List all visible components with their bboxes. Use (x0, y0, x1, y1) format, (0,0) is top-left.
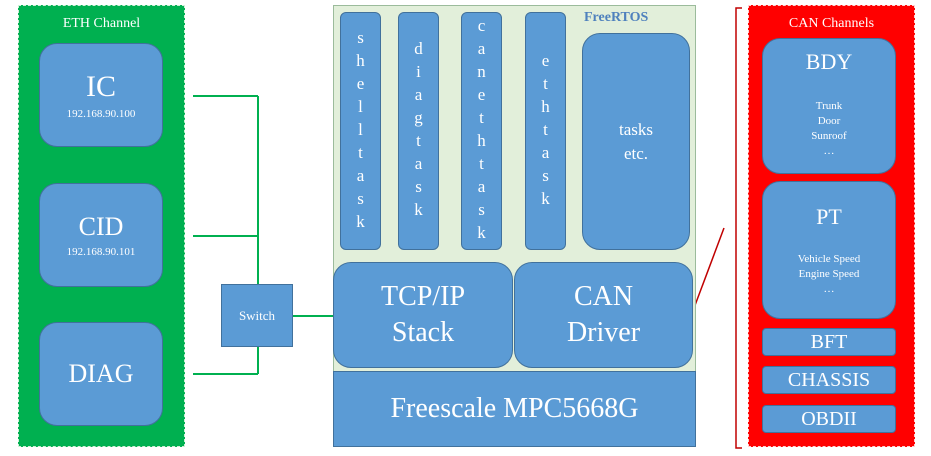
bdy-signal-item: Sunroof (811, 130, 847, 142)
can-driver-line2: Driver (566, 317, 641, 348)
ic-node-label: IC (86, 70, 116, 103)
can-driver-line1: CAN (573, 281, 634, 312)
bft-bus: BFT (762, 328, 896, 356)
chassis-bus-label: CHASSIS (787, 368, 871, 391)
tcpip-stack-line2: Stack (391, 317, 455, 348)
task-canethtask: canethtask (461, 12, 502, 250)
diag-node-label: DIAG (68, 359, 134, 388)
pt-group-label: PT (816, 204, 842, 229)
bdy-group: BDY Trunk Door Sunroof … (762, 38, 896, 174)
obdii-bus-label: OBDII (801, 407, 857, 430)
can-channels-title: CAN Channels (788, 16, 875, 31)
cid-node-ip: 192.168.90.101 (66, 246, 136, 258)
task-diagtask: diagtask (398, 12, 439, 250)
task-shelltask: shelltask (340, 12, 381, 250)
bft-bus-label: BFT (810, 330, 848, 353)
switch-label: Switch (238, 307, 276, 323)
other-tasks-box: tasks etc. (582, 33, 690, 250)
bdy-signal-item: … (823, 145, 835, 157)
freertos-title: FreeRTOS (584, 10, 649, 25)
pt-signal-item: Vehicle Speed (797, 253, 861, 265)
can-bracket (735, 7, 742, 449)
pt-signal-item: Engine Speed (798, 268, 860, 280)
bdy-signal-item: Door (817, 115, 841, 127)
switch-box: Switch (221, 284, 293, 347)
eth-channel-title: ETH Channel (62, 16, 141, 31)
ic-node-ip: 192.168.90.100 (66, 108, 136, 120)
processor-label: Freescale MPC5668G (390, 393, 639, 424)
tcpip-stack-box: TCP/IP Stack (333, 262, 513, 368)
ic-node: IC 192.168.90.100 (39, 43, 163, 147)
pt-signal-list: Vehicle Speed Engine Speed … (763, 252, 895, 297)
bdy-signal-list: Trunk Door Sunroof … (763, 99, 895, 159)
cid-node: CID 192.168.90.101 (39, 183, 163, 287)
tcpip-stack-line1: TCP/IP (380, 281, 466, 312)
bdy-group-label: BDY (805, 49, 853, 74)
cid-node-label: CID (78, 212, 124, 241)
chassis-bus: CHASSIS (762, 366, 896, 394)
bdy-signal-item: Trunk (815, 100, 843, 112)
diag-node: DIAG (39, 322, 163, 426)
processor-box: Freescale MPC5668G (333, 371, 696, 447)
task-ethtask: ethtask (525, 12, 566, 250)
obdii-bus: OBDII (762, 405, 896, 433)
other-tasks-line1: tasks (619, 119, 653, 139)
other-tasks-line2: etc. (623, 143, 649, 163)
pt-group: PT Vehicle Speed Engine Speed … (762, 181, 896, 319)
can-driver-link-line (690, 227, 725, 317)
can-driver-box: CAN Driver (514, 262, 693, 368)
pt-signal-item: … (823, 283, 835, 295)
